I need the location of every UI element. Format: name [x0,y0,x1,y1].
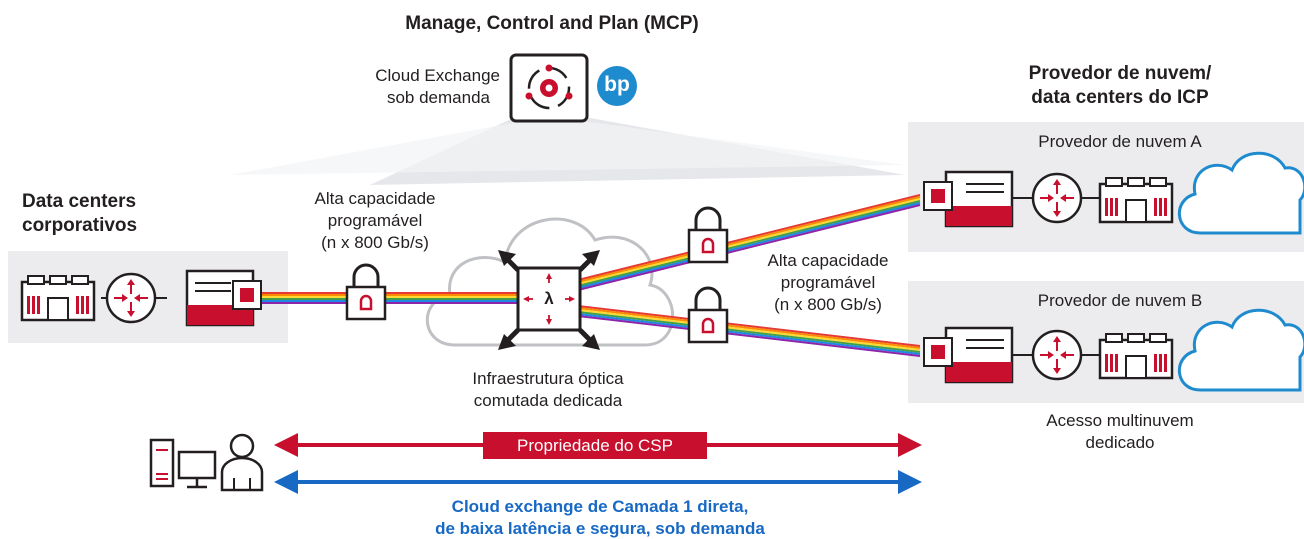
bp-logo: bp [597,66,637,106]
left-title-line2: corporativos [22,215,138,236]
lambda-label: λ [544,289,554,308]
router-icon [101,272,167,324]
datacenter-icon [1098,177,1174,224]
server-chip-icon [923,170,1014,228]
link-right-line1: Alta capacidade [767,251,889,270]
exchange-arrow [274,470,922,494]
link-left-line1: Alta capacidade [314,189,436,208]
link-left-line3: (n x 800 Gb/s) [321,233,429,252]
blue-line2: de baixa latência e segura, sob demanda [435,519,765,538]
router-icon [1012,172,1099,224]
fiber-left [262,292,518,304]
lock-icon [687,286,729,344]
link-left-line2: programável [327,211,423,230]
cycle-gear-icon [509,53,589,123]
right-title-line2: data centers do ICP [1031,87,1209,108]
fiber-to-provider-b [577,305,921,357]
server-chip-icon [923,326,1014,384]
exchange-label-line1: Cloud Exchange [375,66,500,85]
cloud-icon [1178,151,1304,235]
datacenter-icon [1098,333,1174,380]
center-label-line1: Infraestrutura óptica [472,369,624,388]
left-title-line1: Data centers [22,191,137,212]
router-icon [1012,329,1099,381]
desktop-icon [149,438,217,489]
provider-a-label: Provedor de nuvem A [1038,132,1202,151]
provider-b-label: Provedor de nuvem B [1037,291,1203,310]
fiber-to-provider-a [577,194,921,291]
center-label-line2: comutada dedicada [473,391,623,410]
mcp-title: Manage, Control and Plan (MCP) [405,13,699,34]
server-chip-icon [185,269,262,327]
blue-line1: Cloud exchange de Camada 1 direta, [451,497,749,516]
lock-icon [345,263,387,321]
link-right-line3: (n x 800 Gb/s) [774,295,882,314]
multicloud-line2: dedicado [1085,433,1155,452]
link-right-line2: programável [780,273,876,292]
csp-badge: Propriedade do CSP [483,432,707,459]
right-title-line1: Provedor de nuvem/ [1028,63,1212,84]
user-icon [220,433,264,492]
optical-switch-icon [498,250,600,350]
cloud-icon [1178,308,1304,392]
exchange-label-line2: sob demanda [386,88,490,107]
datacenter-icon [20,275,96,322]
multicloud-line1: Acesso multinuvem [1046,411,1194,430]
lock-icon [687,206,729,264]
